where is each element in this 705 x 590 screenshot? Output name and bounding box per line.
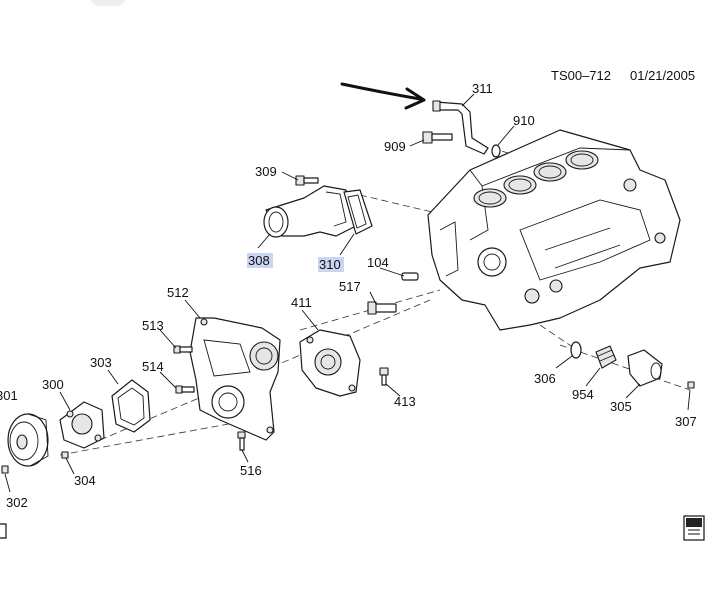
- label-307: 307: [675, 414, 697, 429]
- part-512-front-cover: [189, 317, 281, 441]
- highlight-308: [247, 253, 273, 268]
- engine-block: [427, 129, 681, 331]
- label-308: 308: [248, 253, 270, 268]
- label-514: 514: [142, 359, 164, 374]
- label-300: 300: [42, 377, 64, 392]
- label-411: 411: [291, 295, 312, 310]
- label-413: 413: [394, 394, 416, 409]
- part-513-bolt: [173, 345, 193, 354]
- part-413-bolt: [379, 367, 389, 386]
- part-910-oring: [491, 144, 501, 158]
- label-310: 310: [319, 257, 341, 272]
- part-517-bolt: [367, 301, 397, 315]
- label-517: 517: [339, 279, 361, 294]
- label-513: 513: [142, 318, 164, 333]
- part-301-pulley: [7, 413, 49, 467]
- part-306-oring: [570, 341, 582, 359]
- label-309: 309: [255, 164, 277, 179]
- corner-bracket-icon: [0, 523, 7, 539]
- part-302-bolt: [1, 465, 9, 474]
- label-305: 305: [610, 399, 632, 414]
- part-516-bolt: [237, 431, 246, 451]
- callout-arrow-icon: [340, 82, 426, 110]
- label-306: 306: [534, 371, 556, 386]
- leader-lines: [4, 93, 691, 493]
- part-300-water-pump: [59, 401, 105, 449]
- part-954-thermostat: [595, 345, 617, 369]
- part-309-bolt: [295, 175, 319, 186]
- diagram-id: TS00–712: [551, 68, 611, 83]
- part-514-bolt: [175, 385, 195, 394]
- part-310-gasket: [343, 189, 373, 235]
- label-301: 301: [0, 388, 18, 403]
- part-308-outlet: [263, 185, 357, 238]
- part-411-oil-pump: [299, 329, 361, 397]
- label-954: 954: [572, 387, 594, 402]
- label-303: 303: [90, 355, 112, 370]
- part-304-bolt: [61, 451, 69, 459]
- part-305-housing: [627, 349, 663, 387]
- part-307-bolt: [687, 381, 695, 389]
- label-910: 910: [513, 113, 535, 128]
- label-512: 512: [167, 285, 189, 300]
- label-516: 516: [240, 463, 262, 478]
- diagram-date: 01/21/2005: [630, 68, 695, 83]
- label-311: 311: [472, 81, 493, 96]
- label-302: 302: [6, 495, 28, 510]
- highlight-310: [318, 257, 344, 272]
- label-909: 909: [384, 139, 406, 154]
- part-311-pipe: [432, 100, 489, 155]
- top-corner-fragment: [90, 0, 126, 6]
- part-909-bolt: [422, 131, 453, 144]
- manual-reference-icon: [683, 515, 705, 541]
- label-304: 304: [74, 473, 96, 488]
- label-104: 104: [367, 255, 389, 270]
- part-104-dowel: [401, 272, 419, 281]
- part-303-gasket: [111, 379, 151, 433]
